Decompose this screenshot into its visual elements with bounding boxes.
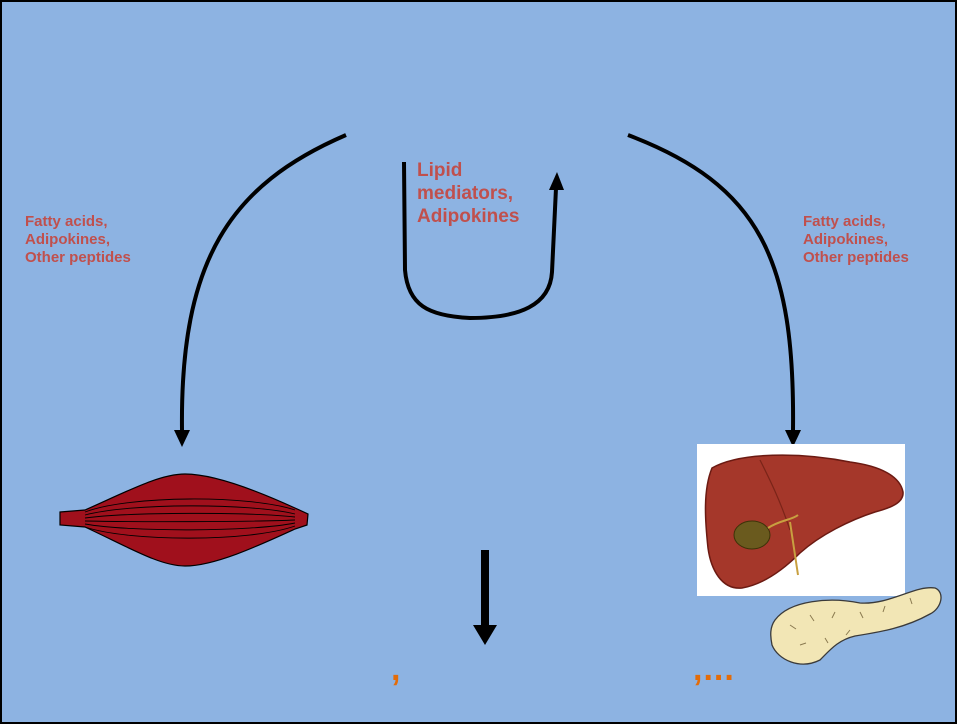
secreted-factors-right-label: Fatty acids, Adipokines, Other peptides: [803, 213, 909, 267]
arrowhead-loop: [549, 172, 564, 190]
bottom-right-mark: ,...: [693, 652, 735, 686]
secreted-factors-left-label: Fatty acids, Adipokines, Other peptides: [25, 213, 131, 267]
bottom-center-mark: ,: [391, 652, 400, 686]
arrowhead-to-muscle: [174, 430, 190, 447]
pancreas-icon: [771, 588, 941, 664]
arrow-to-liver: [628, 135, 793, 430]
arrow-down-shaft: [481, 550, 489, 628]
arrowhead-down: [473, 625, 497, 645]
skeletal-muscle-icon: [60, 474, 308, 566]
arrow-to-muscle: [182, 135, 346, 430]
liver-icon: [697, 444, 905, 596]
autocrine-factors-label: Lipid mediators, Adipokines: [417, 160, 519, 228]
